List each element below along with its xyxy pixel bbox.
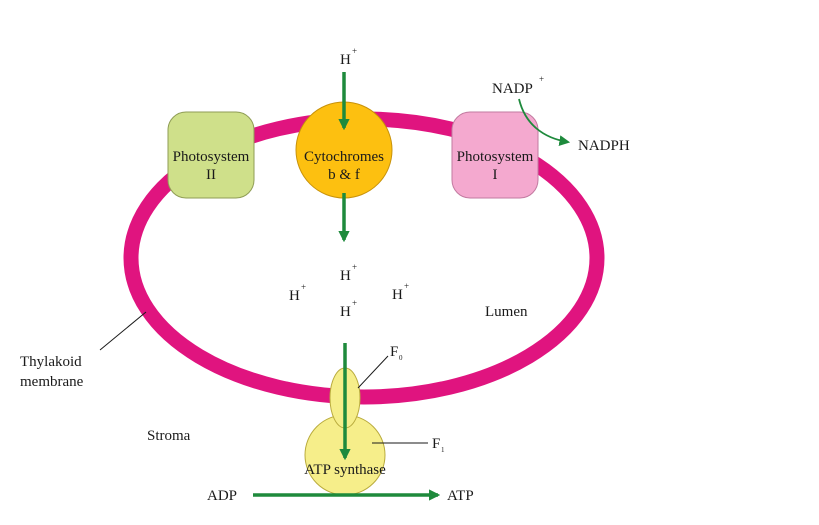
svg-text:+: +: [404, 281, 409, 291]
svg-text:+: +: [352, 298, 357, 308]
svg-text:H: H: [340, 304, 351, 320]
cytochromes-subtitle: b & f: [328, 167, 360, 183]
svg-text:F: F: [390, 344, 398, 360]
proton-lumen-2: H +: [289, 282, 306, 304]
svg-text:1: 1: [441, 446, 445, 454]
atp-synthase-label: ATP synthase: [304, 462, 386, 478]
f0-label: F 0: [390, 344, 403, 362]
cytochromes-complex: Cytochromes b & f: [295, 101, 393, 199]
proton-top-label: H +: [340, 46, 357, 68]
thylakoid-leader-line: [99, 311, 147, 351]
f0-leader-line: [357, 355, 389, 389]
stroma-label: Stroma: [147, 428, 191, 444]
svg-text:H: H: [340, 52, 351, 68]
svg-text:NADP: NADP: [492, 81, 533, 97]
svg-text:+: +: [539, 74, 544, 84]
svg-text:0: 0: [399, 354, 403, 362]
photosystem-i-number: I: [493, 167, 498, 183]
adp-label: ADP: [207, 488, 237, 504]
photosystem-i: Photosystem I: [451, 111, 539, 199]
svg-text:F: F: [432, 436, 440, 452]
photosystem-ii: Photosystem II: [167, 111, 255, 199]
proton-lumen-4: H +: [340, 298, 357, 320]
nadp-reduction-arrow: [518, 98, 571, 146]
nadph-label: NADPH: [578, 138, 630, 154]
photosystem-ii-number: II: [206, 167, 216, 183]
nadp-label: NADP +: [492, 74, 544, 97]
cytochromes-label: Cytochromes: [304, 149, 384, 165]
proton-lumen-3: H +: [392, 281, 409, 303]
lumen-label: Lumen: [485, 304, 528, 320]
f1-label: F 1: [432, 436, 445, 454]
svg-text:+: +: [352, 262, 357, 272]
photosystem-ii-label: Photosystem: [173, 149, 250, 165]
svg-text:H: H: [340, 268, 351, 284]
thylakoid-label-line2: membrane: [20, 374, 84, 390]
svg-text:H: H: [289, 288, 300, 304]
svg-text:+: +: [301, 282, 306, 292]
atp-label: ATP: [447, 488, 474, 504]
svg-text:H: H: [392, 287, 403, 303]
photosystem-i-label: Photosystem: [457, 149, 534, 165]
proton-lumen-1: H +: [340, 262, 357, 284]
thylakoid-label: Thylakoid: [20, 354, 82, 370]
svg-text:+: +: [352, 46, 357, 56]
